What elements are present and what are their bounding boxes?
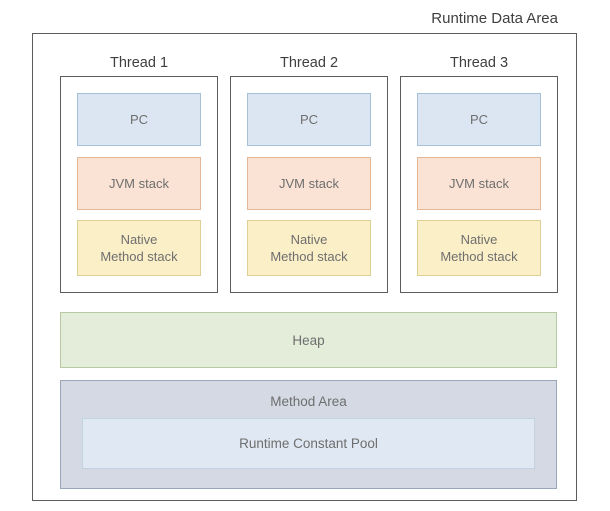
thread-2-box: PC JVM stack Native Method stack (230, 76, 388, 293)
method-area-block: Method Area Runtime Constant Pool (60, 380, 557, 489)
thread-1-jvm-stack-block: JVM stack (77, 157, 201, 210)
thread-3-pc-block: PC (417, 93, 541, 146)
thread-3-label: Thread 3 (449, 55, 509, 71)
thread-3-native-line-2: Method stack (440, 249, 518, 264)
thread-2-native-line-1: Native (290, 232, 328, 247)
thread-2-label: Thread 2 (279, 55, 339, 71)
runtime-constant-pool-block: Runtime Constant Pool (82, 418, 535, 469)
thread-3-native-method-stack-block: Native Method stack (417, 220, 541, 276)
thread-1-native-line-2: Method stack (100, 249, 178, 264)
thread-3-box: PC JVM stack Native Method stack (400, 76, 558, 293)
thread-3-jvm-stack-block: JVM stack (417, 157, 541, 210)
thread-2-native-method-stack-block: Native Method stack (247, 220, 371, 276)
method-area-label: Method Area (270, 394, 347, 409)
thread-3-native-line-1: Native (460, 232, 498, 247)
thread-2-jvm-stack-block: JVM stack (247, 157, 371, 210)
thread-2-native-line-2: Method stack (270, 249, 348, 264)
heap-block: Heap (60, 312, 557, 368)
thread-1-native-method-stack-block: Native Method stack (77, 220, 201, 276)
thread-1-native-line-1: Native (120, 232, 158, 247)
thread-2-pc-block: PC (247, 93, 371, 146)
thread-1-pc-block: PC (77, 93, 201, 146)
thread-1-box: PC JVM stack Native Method stack (60, 76, 218, 293)
thread-1-label: Thread 1 (109, 55, 169, 71)
page-title: Runtime Data Area (431, 10, 558, 27)
